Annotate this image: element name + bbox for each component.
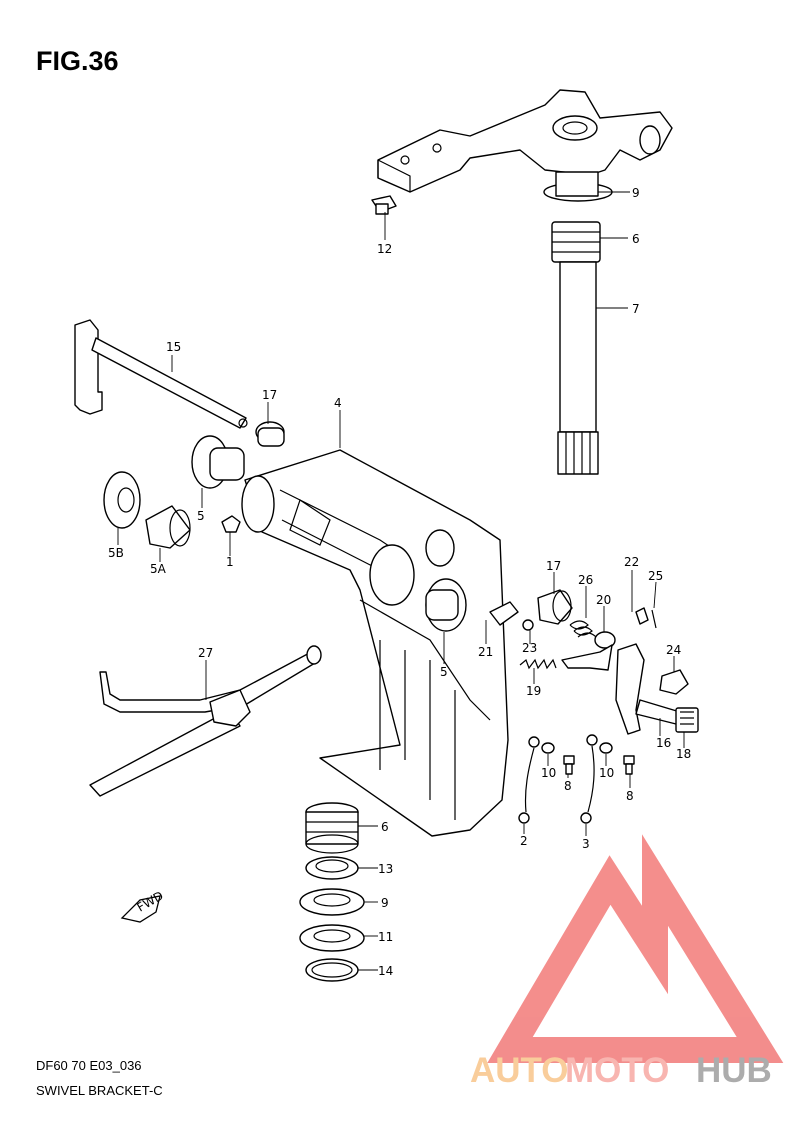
steering-shaft — [543, 171, 613, 475]
pin-22 — [635, 607, 649, 625]
callout-label: 2 — [520, 834, 528, 848]
callout-label: 8 — [626, 789, 634, 803]
callout-label: 12 — [377, 242, 392, 256]
callout-label: 11 — [378, 930, 393, 944]
bushing-5a — [145, 505, 191, 549]
callout-label: 6 — [381, 820, 389, 834]
lever-arm — [561, 644, 613, 671]
screw-23 — [522, 619, 534, 631]
watermark-triangle-mark — [487, 834, 784, 1063]
callout-label: 10 — [599, 766, 614, 780]
steering-link-rod — [89, 645, 322, 797]
spring-19 — [519, 658, 557, 670]
callout-label: 4 — [334, 396, 342, 410]
callout-label: 18 — [676, 747, 691, 761]
steering-arm-assembly — [377, 89, 673, 193]
nut-24 — [659, 669, 689, 695]
bushing-5-lower — [425, 578, 467, 632]
callout-label: 25 — [648, 569, 663, 583]
callout-label: 5A — [150, 562, 167, 576]
callout-label: 13 — [378, 862, 393, 876]
bushing-5 — [191, 435, 245, 489]
washer-13 — [305, 856, 359, 880]
bushing-17-lower — [537, 589, 573, 625]
grip-18 — [675, 707, 699, 733]
bolt-8b — [623, 755, 635, 775]
snap-ring-14 — [305, 958, 359, 982]
callout-label: 26 — [578, 573, 593, 587]
callout-label: 16 — [656, 736, 671, 750]
watermark-text-moto: MOTO — [565, 1051, 669, 1090]
plate-21 — [489, 601, 519, 626]
watermark-text-auto: AUTO — [470, 1051, 569, 1090]
callout-label: 19 — [526, 684, 541, 698]
tilt-rod — [74, 319, 248, 429]
callout-label: 21 — [478, 645, 493, 659]
leader-lines — [117, 191, 685, 971]
callout-label: 20 — [596, 593, 611, 607]
watermark-text-hub: HUB — [696, 1051, 772, 1090]
callout-label: 14 — [378, 964, 393, 978]
callout-label: 9 — [632, 186, 640, 200]
callout-label: 1 — [226, 555, 234, 569]
washer-9-lower — [299, 888, 365, 916]
bolt-12 — [371, 195, 397, 215]
washer-5b — [103, 471, 141, 529]
collar-20 — [594, 631, 616, 649]
ground-cable-3 — [580, 734, 598, 824]
bushing-upper — [551, 221, 601, 263]
callout-label: 17 — [546, 559, 561, 573]
ground-cable-2 — [518, 736, 540, 824]
callout-label: 9 — [381, 896, 389, 910]
washer-10b — [599, 742, 613, 754]
callout-label: 27 — [198, 646, 213, 660]
cotter-pin-25 — [651, 609, 657, 629]
callout-labels: 9 6 7 12 15 17 4 5 5B 5A 1 17 26 22 25 2… — [108, 186, 691, 978]
callout-label: 5B — [108, 546, 124, 560]
callout-label: 15 — [166, 340, 181, 354]
model-code: DF60 70 E03_036 — [36, 1058, 142, 1073]
callout-label: 8 — [564, 779, 572, 793]
callout-label: 5 — [440, 665, 448, 679]
washer-10a — [541, 742, 555, 754]
grease-fitting — [221, 515, 241, 533]
bolt-8a — [563, 755, 575, 775]
figure-title: FIG.36 — [36, 46, 119, 76]
forward-direction-arrow-icon: FWD — [120, 888, 166, 923]
callout-label: 24 — [666, 643, 681, 657]
callout-label: 10 — [541, 766, 556, 780]
callout-label: 6 — [632, 232, 640, 246]
callout-label: 22 — [624, 555, 639, 569]
washer-11 — [299, 924, 365, 952]
watermark-logo: AUTO MOTO HUB — [470, 834, 784, 1090]
callout-label: 3 — [582, 837, 590, 851]
spring-26 — [569, 620, 597, 638]
bushing-6-lower — [305, 802, 359, 854]
callout-label: 17 — [262, 388, 277, 402]
callout-label: 23 — [522, 641, 537, 655]
bushing-17-upper — [255, 421, 285, 447]
swivel-bracket-body — [241, 449, 509, 837]
callout-label: 7 — [632, 302, 640, 316]
callout-label: 5 — [197, 509, 205, 523]
tilt-lock-lever — [615, 643, 681, 735]
figure-caption: SWIVEL BRACKET-C — [36, 1083, 163, 1098]
